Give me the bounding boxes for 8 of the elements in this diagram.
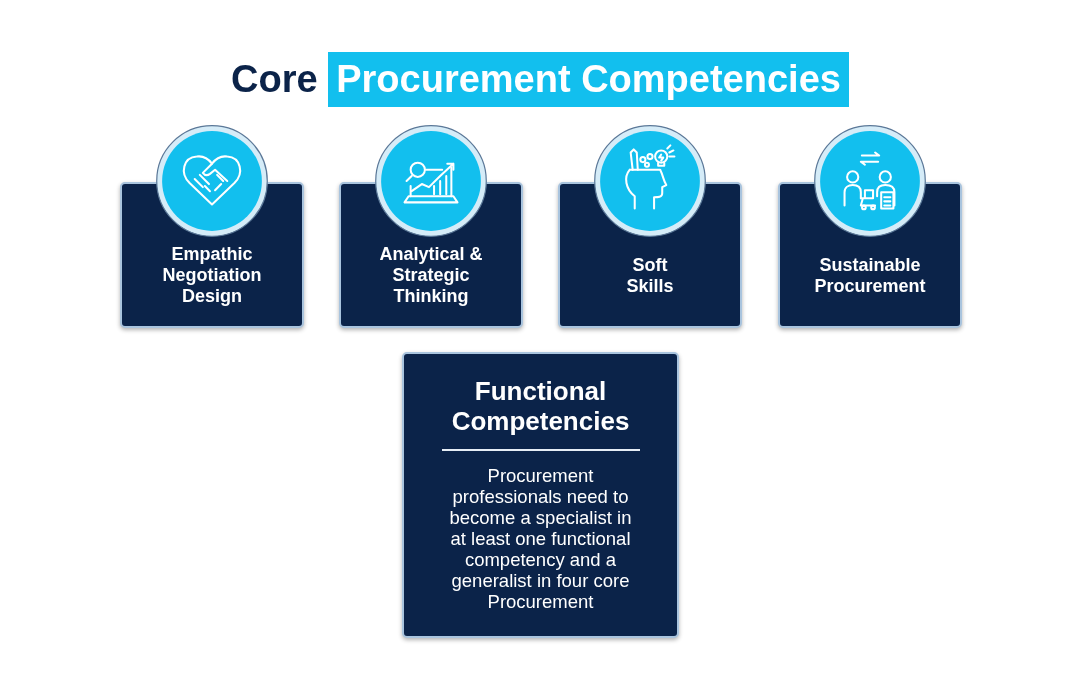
card-title: Sustainable Procurement: [813, 254, 927, 297]
card-title: Analytical & Strategic Thinking: [378, 244, 484, 307]
description-card: [402, 352, 679, 638]
title: Core Procurement Competencies: [231, 52, 849, 107]
card-title: Soft Skills: [625, 254, 675, 297]
card-title: Empathic Negotiation Design: [161, 244, 263, 307]
card-heading: Functional Competencies: [450, 376, 631, 436]
card-description: Procurement professionals need to become a specialist in at least one functional competency and a generalist in four core Procurement: [448, 465, 633, 612]
